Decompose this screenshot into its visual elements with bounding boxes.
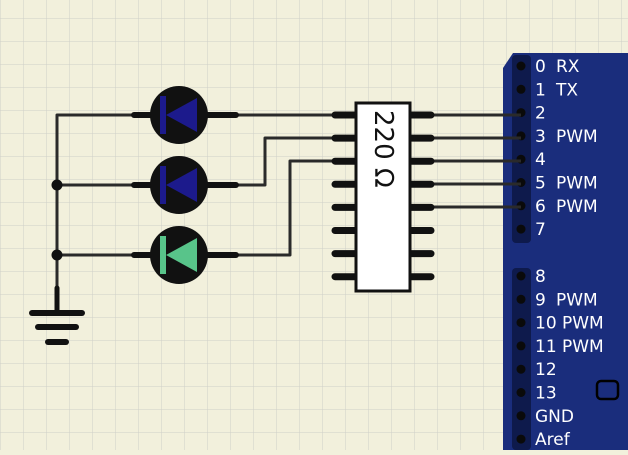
digital-header-bottom [512,268,531,450]
junction-dot [51,249,63,261]
led-triangle [166,168,197,202]
pin-label: 11 [535,337,557,357]
pin-function-label: PWM [556,197,598,217]
pin-label: 6 [535,197,546,217]
pin-socket[interactable] [516,434,526,444]
pin-function-label: PWM [562,314,604,334]
wires [55,113,521,290]
pin-label: 2 [535,104,546,124]
leds [131,86,239,284]
pin-socket[interactable] [516,388,526,397]
pin-label: 13 [535,384,557,404]
pin-socket[interactable] [516,341,526,351]
led-triangle [166,238,197,272]
led-2[interactable] [131,156,239,214]
digital-header-top [512,55,531,243]
pin-function-label: PWM [556,290,598,310]
pin-socket[interactable] [516,61,526,71]
pin-label: 8 [535,267,546,287]
pin-socket[interactable] [516,294,526,304]
pin-function-label: RX [556,57,580,77]
pin-function-label: PWM [562,337,604,357]
ground-symbol-icon[interactable] [29,285,85,345]
pin-function-label: PWM [556,127,598,147]
pin-label: 1 [535,80,546,100]
pin-socket[interactable] [516,224,526,234]
pin-label: 12 [535,360,557,380]
pin-label: GND [535,407,574,427]
pin-label: 5 [535,174,546,194]
pin-label: 3 [535,127,546,147]
wire-junctions [51,179,63,261]
junction-dot [51,179,63,191]
pin-socket[interactable] [516,411,526,421]
resistor-label: 220 Ω [368,110,398,188]
led-3[interactable] [131,226,239,284]
led2-anode-wire [232,136,340,187]
pin-label: 7 [535,220,546,240]
pin-label: 10 [535,314,557,334]
pin-label: 0 [535,57,546,77]
resistor-array[interactable]: 220 Ω [331,101,435,293]
pin-label: Aref [535,430,571,450]
pin-socket[interactable] [516,271,526,281]
pin-function-label: TX [555,80,578,100]
pin-function-label: PWM [556,174,598,194]
led3-anode-wire [232,159,340,257]
reset-button[interactable] [595,379,620,401]
pin-label: 4 [535,150,546,170]
led-triangle [166,98,197,132]
pin-socket[interactable] [516,364,526,374]
pin-socket[interactable] [516,318,526,328]
pin-label: 9 [535,290,546,310]
ground-bus-wire [55,113,138,290]
pin-socket[interactable] [516,84,526,94]
led-1[interactable] [131,86,239,144]
